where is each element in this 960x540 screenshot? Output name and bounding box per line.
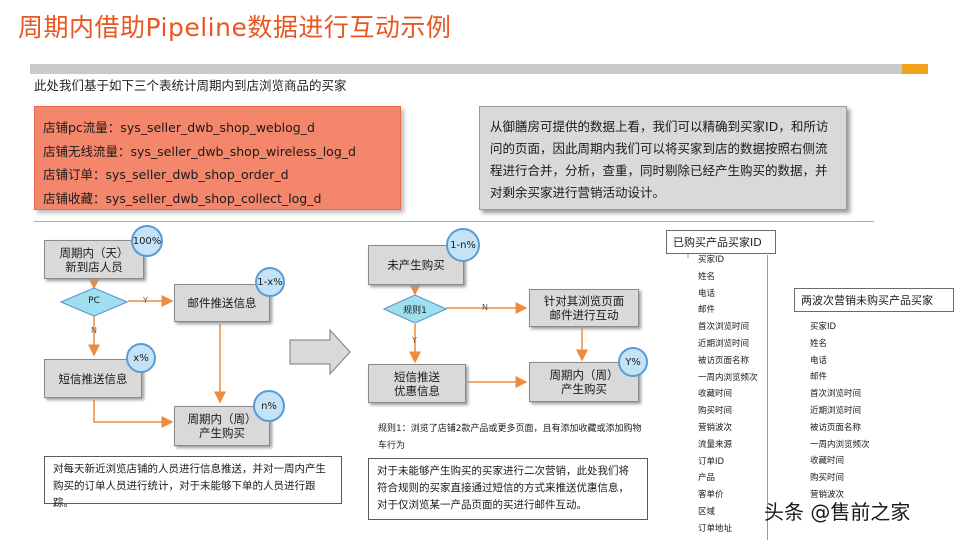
field-item: 购买时间 xyxy=(810,473,845,484)
pct-badge: 1-n% xyxy=(446,228,480,262)
field-item: 订单ID xyxy=(698,456,725,467)
flow-sms-offer: 短信推送 优惠信息 xyxy=(368,364,466,403)
edge-no: N xyxy=(91,326,97,335)
field-item: 区域 xyxy=(698,506,716,517)
field-item: 收藏时间 xyxy=(810,456,845,467)
field-item: 被访页面名称 xyxy=(698,355,750,366)
field-item: 营销波次 xyxy=(698,422,733,433)
edge-yes: Y xyxy=(143,296,148,305)
field-item: 近期浏览时间 xyxy=(698,338,750,349)
field-item: 邮件 xyxy=(810,372,828,383)
field-item: 首次浏览时间 xyxy=(698,322,750,333)
field-item: 收藏时间 xyxy=(698,389,733,400)
field-item: 电话 xyxy=(810,355,828,366)
flow-start-new-visitors: 周期内（天） 新到店人员 xyxy=(44,240,144,279)
field-item: 产品 xyxy=(698,473,716,484)
field-item: 订单地址 xyxy=(698,523,733,534)
pct-badge: n% xyxy=(253,390,285,422)
title-divider xyxy=(30,64,928,74)
decision-rule1 xyxy=(383,294,447,324)
edge-no: N xyxy=(482,303,488,312)
rule1-definition: 规则1：浏览了店铺2款产品或更多页面，且有添加收藏或添加购物车行为 xyxy=(378,424,642,451)
bought-field-list: 买家ID 姓名 电话 邮件 首次浏览时间 近期浏览时间 被访页面名称 一周内浏览… xyxy=(698,252,758,538)
decision-pc xyxy=(60,287,128,317)
section-divider xyxy=(34,221,874,222)
table-item: 店铺无线流量：sys_seller_dwb_shop_wireless_log_… xyxy=(43,143,356,159)
field-item: 邮件 xyxy=(698,305,716,316)
field-item: 近期浏览时间 xyxy=(810,405,862,416)
flow-email-push: 邮件推送信息 xyxy=(174,284,270,322)
field-item: 被访页面名称 xyxy=(810,422,862,433)
bought-buyers-title: 已购买产品买家ID xyxy=(666,230,776,254)
field-item: 一周内浏览频次 xyxy=(698,372,758,383)
decision-label: 规则1 xyxy=(403,306,427,316)
pct-badge: 100% xyxy=(131,225,163,257)
unbought-buyers-title: 两波次营销未购买产品买家 xyxy=(794,288,954,312)
edge-yes: Y xyxy=(412,336,417,345)
field-item: 买家ID xyxy=(698,255,725,265)
decision-label: PC xyxy=(88,296,100,306)
pct-badge: x% xyxy=(126,343,156,373)
field-item: 购买时间 xyxy=(698,406,733,417)
right-flow-description: 对于未能够产生购买的买家进行二次营销，此处我们将符合规则的买家直接通过短信的方式… xyxy=(368,458,648,520)
left-flow-description: 对每天新近浏览店铺的人员进行信息推送，并对一周内产生购买的订单人员进行统计，对于… xyxy=(44,456,342,509)
table-item: 店铺订单：sys_seller_dwb_shop_order_d xyxy=(43,167,289,182)
field-divider xyxy=(767,255,768,540)
table-item: 店铺收藏：sys_seller_dwb_shop_collect_log_d xyxy=(43,190,322,206)
field-item: 姓名 xyxy=(698,271,716,282)
field-item: 流量来源 xyxy=(698,439,733,450)
field-item: 买家ID xyxy=(810,322,837,332)
source-tables-box: 店铺pc流量：sys_seller_dwb_shop_weblog_d 店铺无线… xyxy=(34,106,401,210)
table-item: 店铺pc流量：sys_seller_dwb_shop_weblog_d xyxy=(43,120,315,135)
field-item: 姓名 xyxy=(810,338,828,349)
field-item: 一周内浏览频次 xyxy=(810,439,870,450)
watermark: 头条 @售前之家 xyxy=(764,500,911,524)
flow-email-interaction: 针对其浏览页面 邮件进行互动 xyxy=(529,289,639,327)
pct-badge: Y% xyxy=(618,347,648,377)
slide-title: 周期内借助Pipeline数据进行互动示例 xyxy=(18,13,452,42)
title-divider-accent xyxy=(902,64,928,74)
field-item: 客单价 xyxy=(698,490,724,501)
pct-badge: 1-x% xyxy=(255,267,285,297)
analysis-note: 从御膳房可提供的数据上看，我们可以精确到买家ID，和所访问的页面，因此周期内我们… xyxy=(479,106,847,210)
field-item: 首次浏览时间 xyxy=(810,389,862,400)
intro-text: 此处我们基于如下三个表统计周期内到店浏览商品的买家 xyxy=(34,78,347,93)
field-item: 电话 xyxy=(698,288,716,299)
flow-sms-push: 短信推送信息 xyxy=(44,359,142,398)
field-item: 营销波次 xyxy=(810,489,845,500)
unbought-field-list: 买家ID 姓名 电话 邮件 首次浏览时间 近期浏览时间 被访页面名称 一周内浏览… xyxy=(810,319,870,504)
